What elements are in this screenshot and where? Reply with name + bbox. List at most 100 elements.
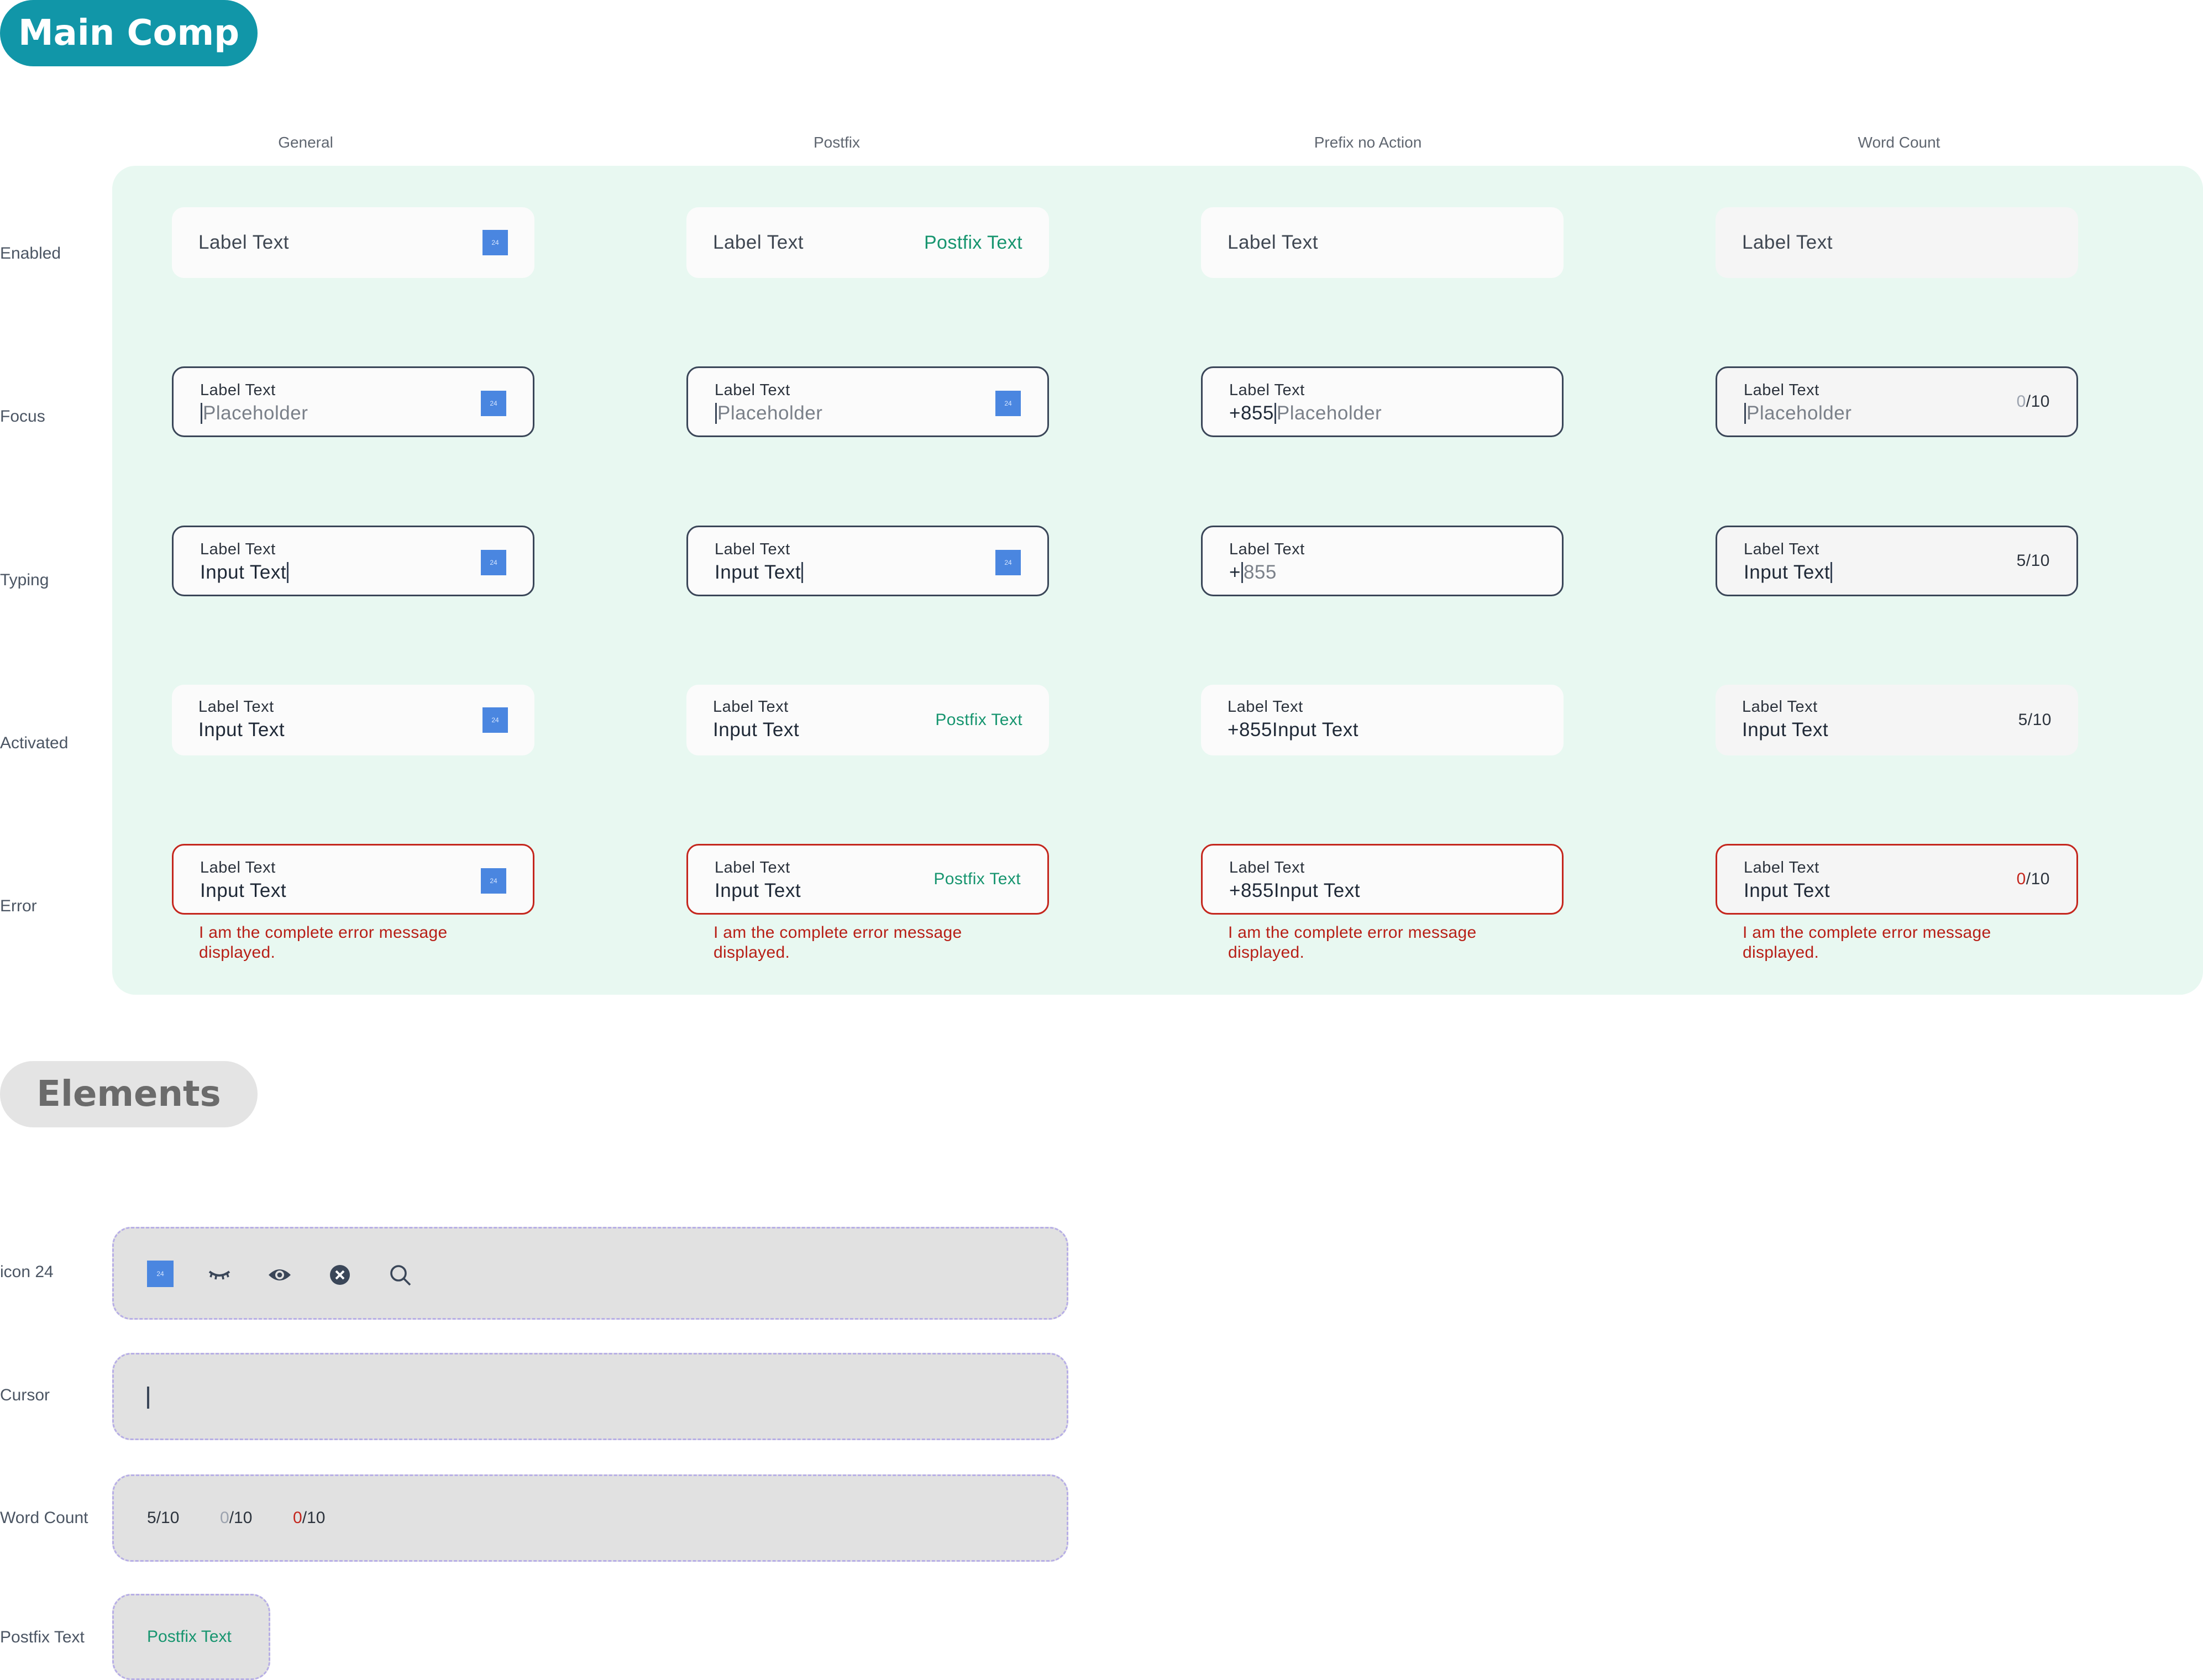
placeholder-24-icon[interactable]: 24: [482, 230, 508, 255]
field-postfix-activated[interactable]: Label Text Input Text Postfix Text: [686, 685, 1049, 755]
column-header-word-count: Word Count: [1858, 134, 1940, 151]
placeholder-24-icon[interactable]: 24: [481, 868, 506, 894]
error-message: I am the complete error message displaye…: [1743, 923, 1991, 962]
word-count-typed: 5/10: [147, 1509, 180, 1527]
field-general-activated[interactable]: Label Text Input Text 24: [172, 685, 534, 755]
icon24-element-box: 24: [112, 1227, 1068, 1320]
word-count-empty: 0/10: [220, 1509, 253, 1527]
row-header-enabled: Enabled: [0, 244, 61, 262]
field-label: Label Text: [715, 540, 790, 558]
field-postfix-enabled[interactable]: Label Text Postfix Text: [686, 207, 1049, 278]
postfix-text: Postfix Text: [924, 232, 1022, 253]
field-general-focus[interactable]: Label Text Placeholder 24: [172, 366, 534, 437]
row-header-error: Error: [0, 897, 37, 915]
field-value: Input Text: [715, 880, 801, 901]
column-header-general: General: [278, 134, 333, 151]
text-cursor: [801, 562, 804, 583]
text-cursor: [201, 403, 202, 424]
clear-icon[interactable]: [327, 1262, 353, 1288]
element-label-icon24: icon 24: [0, 1263, 54, 1281]
field-prefix-digits: 855: [1243, 561, 1277, 583]
field-value: Input Text: [200, 880, 287, 901]
field-label: Label Text: [715, 381, 790, 399]
cursor-element-box: [112, 1353, 1068, 1440]
field-label: Label Text: [1742, 698, 1818, 716]
field-prefix: +855: [1228, 719, 1272, 741]
field-wordcount-activated[interactable]: Label Text Input Text 5/10: [1716, 685, 2078, 755]
field-wordcount-error[interactable]: Label Text Input Text 0/10: [1716, 844, 2078, 915]
field-label: Label Text: [1229, 859, 1305, 876]
field-label: Label Text: [1228, 698, 1303, 716]
field-label: Label Text: [200, 859, 276, 876]
element-label-postfix: Postfix Text: [0, 1628, 85, 1646]
element-label-word-count: Word Count: [0, 1509, 88, 1527]
field-label: Label Text: [1744, 540, 1819, 558]
placeholder-24-icon[interactable]: 24: [481, 550, 506, 575]
text-cursor: [715, 403, 717, 424]
word-count: 5/10: [2016, 552, 2050, 570]
field-label: Label Text: [1744, 859, 1819, 876]
field-label: Label Text: [1228, 232, 1318, 253]
field-prefix: +855: [1229, 402, 1274, 424]
placeholder-24-icon[interactable]: 24: [481, 391, 506, 416]
field-postfix-typing[interactable]: Label Text Input Text 24: [686, 526, 1049, 596]
field-prefix: +855: [1229, 880, 1274, 901]
field-label: Label Text: [1744, 381, 1819, 399]
field-label: Label Text: [1742, 232, 1833, 253]
placeholder-24-icon[interactable]: 24: [147, 1261, 174, 1287]
field-label: Label Text: [715, 859, 790, 876]
field-label: Label Text: [198, 232, 289, 253]
text-cursor: [1830, 562, 1833, 583]
column-header-prefix: Prefix no Action: [1314, 134, 1422, 151]
postfix-element-box: Postfix Text: [112, 1594, 270, 1680]
postfix-text: Postfix Text: [935, 711, 1022, 729]
placeholder-24-icon[interactable]: 24: [995, 550, 1021, 575]
element-label-cursor: Cursor: [0, 1386, 50, 1404]
field-general-enabled[interactable]: Label Text 24: [172, 207, 534, 278]
field-value: Input Text: [1744, 561, 1830, 583]
eye-open-icon[interactable]: [266, 1262, 293, 1288]
field-wordcount-enabled[interactable]: Label Text: [1716, 207, 2078, 278]
field-postfix-error[interactable]: Label Text Input Text Postfix Text: [686, 844, 1049, 915]
field-value: Input Text: [713, 719, 800, 741]
text-cursor: [1241, 562, 1243, 583]
error-message: I am the complete error message displaye…: [714, 923, 962, 962]
field-placeholder: Placeholder: [203, 402, 308, 424]
word-count-error: 0/10: [293, 1509, 326, 1527]
field-value: Input Text: [1742, 719, 1829, 741]
field-wordcount-typing[interactable]: Label Text Input Text 5/10: [1716, 526, 2078, 596]
postfix-text: Postfix Text: [933, 870, 1021, 888]
field-placeholder: Placeholder: [1276, 402, 1382, 424]
wordcount-element-box: 5/10 0/10 0/10: [112, 1474, 1068, 1562]
field-label: Label Text: [713, 232, 804, 253]
word-count: 5/10: [2018, 711, 2052, 729]
placeholder-24-icon[interactable]: 24: [995, 391, 1021, 416]
field-label: Label Text: [713, 698, 789, 716]
text-cursor: [147, 1387, 149, 1409]
text-cursor: [1744, 403, 1746, 424]
field-placeholder: Placeholder: [1746, 402, 1852, 424]
field-label: Label Text: [198, 698, 274, 716]
column-header-postfix: Postfix: [813, 134, 861, 151]
eye-closed-icon[interactable]: [206, 1262, 233, 1288]
field-prefix-typing[interactable]: Label Text +855: [1201, 526, 1564, 596]
field-value: Input Text: [1744, 880, 1830, 901]
placeholder-24-icon[interactable]: 24: [482, 707, 508, 733]
field-general-typing[interactable]: Label Text Input Text 24: [172, 526, 534, 596]
field-value: Input Text: [1273, 880, 1360, 901]
search-icon[interactable]: [387, 1262, 413, 1288]
error-message: I am the complete error message displaye…: [1228, 923, 1477, 962]
field-prefix-enabled[interactable]: Label Text: [1201, 207, 1564, 278]
error-message: I am the complete error message displaye…: [199, 923, 448, 962]
field-wordcount-focus[interactable]: Label Text Placeholder 0/10: [1716, 366, 2078, 437]
word-count: 0/10: [2016, 392, 2050, 411]
elements-section-title: Elements: [0, 1061, 258, 1127]
text-cursor: [287, 562, 289, 583]
field-postfix-focus[interactable]: Label Text Placeholder 24: [686, 366, 1049, 437]
row-header-typing: Typing: [0, 571, 49, 589]
word-count: 0/10: [2016, 870, 2050, 888]
field-general-error[interactable]: Label Text Input Text 24: [172, 844, 534, 915]
